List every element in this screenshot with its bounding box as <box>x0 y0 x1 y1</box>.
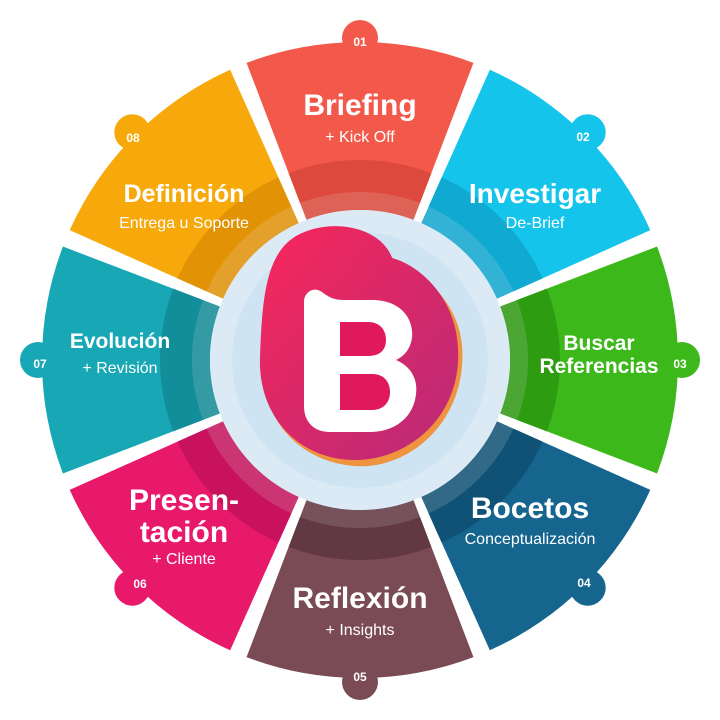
step-title-07: Evolución <box>70 330 170 353</box>
segment-inner-band-01 <box>288 160 432 220</box>
step-number-badge-07 <box>20 342 56 378</box>
step-number-badge-03 <box>664 342 700 378</box>
brand-logo-icon <box>259 226 463 467</box>
step-number-08: 08 <box>126 131 140 145</box>
step-title-02: Investigar <box>469 178 601 209</box>
step-subtitle-08: Entrega u Soporte <box>119 215 249 232</box>
wheel-segments <box>20 20 700 700</box>
step-subtitle-07: + Revisión <box>82 360 157 377</box>
step-subtitle-06: + Cliente <box>152 551 216 568</box>
step-number-badge-08 <box>114 114 151 151</box>
step-title-04: Bocetos <box>471 492 589 525</box>
segment-03 <box>516 246 678 474</box>
step-number-05: 05 <box>353 670 367 684</box>
segment-inner-band-02 <box>421 177 543 299</box>
step-title-05: Reflexión <box>292 582 427 615</box>
segment-inner-band-07 <box>159 288 220 432</box>
step-number-badge-02 <box>569 114 606 151</box>
segment-inner-band-08 <box>177 177 299 299</box>
step-number-01: 01 <box>353 35 367 49</box>
segment-inner-band-04 <box>421 421 543 543</box>
step-title-line-06-1: Presen- <box>129 484 239 517</box>
step-number-badge-06 <box>114 569 151 606</box>
step-title-line-03-1: Buscar <box>563 332 634 355</box>
step-title-line-03-2: Referencias <box>539 355 658 378</box>
step-number-badge-05 <box>342 664 378 700</box>
step-subtitle-04: Conceptualización <box>465 531 596 548</box>
step-number-07: 07 <box>33 357 47 371</box>
segment-05 <box>246 516 474 678</box>
step-number-badge-04 <box>569 569 606 606</box>
segment-inner-band-03 <box>500 288 560 432</box>
step-title-line-06-2: tación <box>140 516 228 549</box>
segment-01 <box>246 41 474 204</box>
step-number-badge-01 <box>342 20 378 56</box>
segment-07 <box>41 246 204 474</box>
step-number-02: 02 <box>576 130 590 144</box>
step-subtitle-02: De-Brief <box>506 215 565 232</box>
segment-inner-band-05 <box>288 500 432 560</box>
step-subtitle-05: + Insights <box>326 622 395 639</box>
step-subtitle-01: + Kick Off <box>325 129 395 146</box>
step-number-03: 03 <box>673 357 687 371</box>
step-title-01: Briefing <box>303 89 416 122</box>
segment-inner-band-06 <box>177 421 299 543</box>
step-number-04: 04 <box>577 576 591 590</box>
step-title-08: Definición <box>124 180 245 208</box>
step-number-06: 06 <box>133 577 147 591</box>
center-hub <box>210 210 510 510</box>
